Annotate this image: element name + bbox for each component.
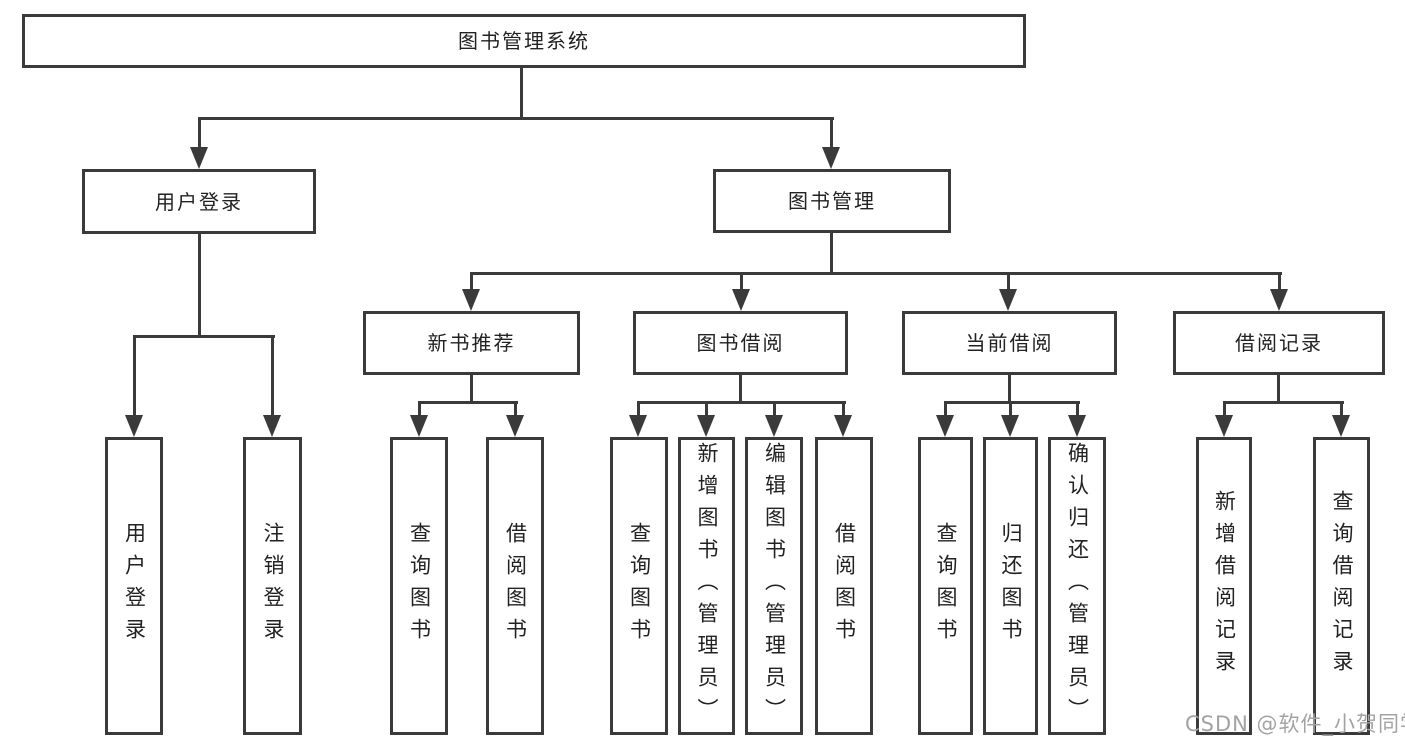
node-current-borrow-label: 当前借阅 [965,331,1054,355]
arrow-down-icon [1068,415,1086,437]
leaf-add-book-admin-label: 新增图书（管理员） [695,442,719,730]
leaf-return-book: 归还图书 [983,437,1038,735]
arrow-down-icon [462,289,480,311]
connector-line [1278,272,1281,289]
connector-line [842,401,845,415]
connector-line [1076,401,1079,415]
node-new-book-recommend-label: 新书推荐 [427,331,516,355]
connector-line [470,272,1282,275]
leaf-query-book-recommend: 查询图书 [390,437,448,735]
leaf-add-borrow-record-label: 新增借阅记录 [1212,490,1237,682]
arrow-down-icon [834,415,852,437]
leaf-user-login: 用户登录 [105,437,163,735]
leaf-user-login-label: 用户登录 [122,522,147,650]
arrow-down-icon [263,415,281,437]
connector-line [944,401,1080,404]
connector-line [637,401,846,404]
connector-line [1223,401,1344,404]
connector-line [470,272,473,289]
node-book-borrow: 图书借阅 [633,311,848,375]
arrow-down-icon [999,289,1017,311]
connector-line [271,335,274,415]
leaf-logout-label: 注销登录 [261,522,285,650]
arrow-down-icon [936,415,954,437]
connector-line [198,117,834,120]
node-user-login-label: 用户登录 [155,189,243,214]
arrow-down-icon [1215,415,1233,437]
connector-line [944,401,947,415]
node-book-management: 图书管理 [713,169,951,233]
connector-line [520,68,523,120]
connector-line [830,117,833,147]
connector-line [1277,375,1280,404]
leaf-add-book-admin: 新增图书（管理员） [678,437,735,735]
arrow-down-icon [190,147,208,169]
leaf-borrow-book: 借阅图书 [815,437,873,735]
arrow-down-icon [410,415,428,437]
arrow-down-icon [822,147,840,169]
leaf-return-book-label: 归还图书 [999,522,1023,650]
arrow-down-icon [1332,415,1350,437]
connector-line [740,272,743,289]
leaf-edit-book-admin-label: 编辑图书（管理员） [762,442,787,730]
leaf-query-borrow-record: 查询借阅记录 [1313,437,1370,735]
connector-line [133,335,136,415]
leaf-query-borrow-record-label: 查询借阅记录 [1330,490,1354,682]
leaf-borrow-book-label: 借阅图书 [832,522,857,650]
csdn-watermark: CSDN @软件_小贺同学 [1185,712,1405,736]
connector-line [418,401,421,415]
leaf-borrow-book-recommend: 借阅图书 [486,437,544,735]
leaf-query-book-borrow-label: 查询图书 [627,522,652,650]
arrow-down-icon [697,415,715,437]
arrow-down-icon [732,289,750,311]
connector-line [1008,375,1011,404]
connector-line [1009,401,1012,415]
arrow-down-icon [1270,289,1288,311]
leaf-confirm-return-admin-label: 确认归还（管理员） [1065,442,1090,730]
arrow-down-icon [765,415,783,437]
leaf-logout: 注销登录 [243,437,302,735]
connector-line [1007,272,1010,289]
leaf-borrow-book-recommend-label: 借阅图书 [503,522,528,650]
connector-line [514,401,517,415]
connector-line [470,375,473,404]
node-root: 图书管理系统 [22,14,1026,68]
connector-line [1223,401,1226,415]
connector-line [1340,401,1343,415]
leaf-add-borrow-record: 新增借阅记录 [1196,437,1252,735]
connector-line [198,117,201,147]
arrow-down-icon [506,415,524,437]
leaf-query-book-current-label: 查询图书 [934,522,958,650]
arrow-down-icon [1001,415,1019,437]
connector-line [133,335,275,338]
connector-line [830,233,833,275]
node-borrow-record-label: 借阅记录 [1235,331,1323,355]
arrow-down-icon [125,415,143,437]
node-borrow-record: 借阅记录 [1173,311,1385,375]
connector-line [198,234,201,338]
node-root-label: 图书管理系统 [458,29,590,53]
arrow-down-icon [629,415,647,437]
node-book-management-label: 图书管理 [788,189,876,213]
connector-line [418,401,518,404]
node-current-borrow: 当前借阅 [902,311,1117,375]
connector-line [705,401,708,415]
leaf-query-book-recommend-label: 查询图书 [407,522,432,650]
leaf-query-book-current: 查询图书 [918,437,973,735]
node-user-login: 用户登录 [82,169,316,234]
leaf-query-book-borrow: 查询图书 [610,437,668,735]
leaf-edit-book-admin: 编辑图书（管理员） [745,437,803,735]
connector-line [637,401,640,415]
node-new-book-recommend: 新书推荐 [363,311,580,375]
connector-line [739,375,742,404]
leaf-confirm-return-admin: 确认归还（管理员） [1048,437,1106,735]
connector-line [773,401,776,415]
node-book-borrow-label: 图书借阅 [696,331,785,355]
